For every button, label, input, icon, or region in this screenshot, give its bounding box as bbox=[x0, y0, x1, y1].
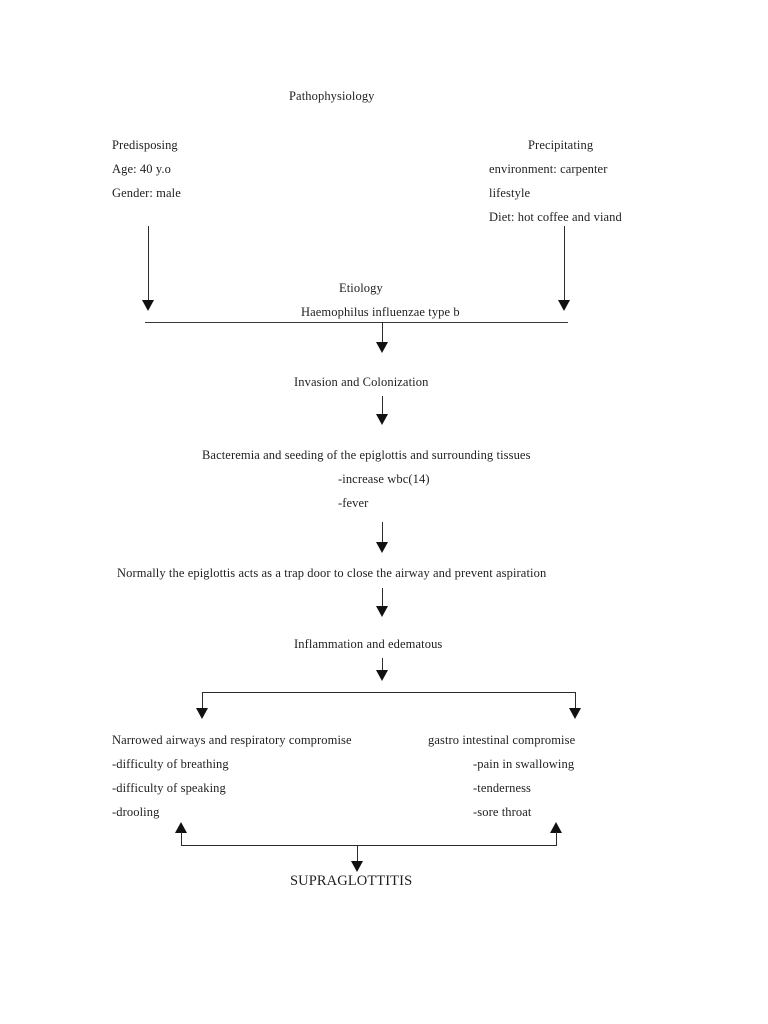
connector-predisposing-to-etiology bbox=[148, 226, 149, 308]
etiology-organism: Haemophilus influenzae type b bbox=[301, 305, 460, 319]
etiology-heading: Etiology bbox=[339, 281, 383, 295]
arrowhead-respiratory-up-icon bbox=[175, 822, 187, 833]
arrowhead-predisposing-down-icon bbox=[142, 300, 154, 311]
branch-respiratory-item-breathing: -difficulty of breathing bbox=[112, 757, 229, 771]
connector-precipitating-to-etiology bbox=[564, 226, 565, 308]
connector-etiology-to-invasion bbox=[382, 322, 383, 344]
predisposing-heading: Predisposing bbox=[112, 138, 178, 152]
arrowhead-normal-function-down-icon bbox=[376, 542, 388, 553]
stage-inflammation-label: Inflammation and edematous bbox=[294, 637, 443, 651]
arrowhead-invasion-down-icon bbox=[376, 342, 388, 353]
branch-respiratory-item-drooling: -drooling bbox=[112, 805, 160, 819]
fork-left-drop bbox=[202, 692, 203, 710]
branch-respiratory-item-speaking: -difficulty of speaking bbox=[112, 781, 226, 795]
arrowhead-precipitating-down-icon bbox=[558, 300, 570, 311]
stage-bacteremia-label: Bacteremia and seeding of the epiglottis… bbox=[202, 448, 531, 462]
predisposing-item-age: Age: 40 y.o bbox=[112, 162, 171, 176]
arrowhead-gastrointestinal-down-icon bbox=[569, 708, 581, 719]
arrowhead-outcome-down-icon bbox=[351, 861, 363, 872]
precipitating-item-lifestyle: lifestyle bbox=[489, 186, 531, 200]
outcome-label: SUPRAGLOTTITIS bbox=[290, 873, 413, 889]
predisposing-item-gender: Gender: male bbox=[112, 186, 181, 200]
arrowhead-respiratory-down-icon bbox=[196, 708, 208, 719]
precipitating-item-environment: environment: carpenter bbox=[489, 162, 608, 176]
merge-left-riser bbox=[181, 832, 182, 846]
branch-gastrointestinal-item-sore-throat: -sore throat bbox=[473, 805, 532, 819]
connector-bacteremia-to-normal-function bbox=[382, 522, 383, 546]
arrowhead-inflammation-down-icon bbox=[376, 606, 388, 617]
stage-normal-function-label: Normally the epiglottis acts as a trap d… bbox=[117, 566, 547, 580]
connector-invasion-to-bacteremia bbox=[382, 396, 383, 418]
etiology-join-rule bbox=[145, 322, 568, 323]
precipitating-item-diet: Diet: hot coffee and viand bbox=[489, 210, 622, 224]
branch-respiratory-heading: Narrowed airways and respiratory comprom… bbox=[112, 733, 352, 747]
merge-bus-bar bbox=[181, 845, 556, 846]
branch-gastrointestinal-item-tenderness: -tenderness bbox=[473, 781, 532, 795]
bacteremia-item-wbc: -increase wbc(14) bbox=[338, 472, 430, 486]
precipitating-heading: Precipitating bbox=[528, 138, 594, 152]
stage-invasion-label: Invasion and Colonization bbox=[294, 375, 429, 389]
merge-right-riser bbox=[556, 832, 557, 846]
connector-inflammation-to-split bbox=[382, 658, 383, 674]
connector-normal-function-to-inflammation bbox=[382, 588, 383, 610]
branch-gastrointestinal-item-pain: -pain in swallowing bbox=[473, 757, 575, 771]
arrowhead-gastrointestinal-up-icon bbox=[550, 822, 562, 833]
fork-bus-bar bbox=[202, 692, 576, 693]
connector-merge-to-outcome bbox=[357, 845, 358, 864]
fork-right-drop bbox=[575, 692, 576, 710]
bacteremia-item-fever: -fever bbox=[338, 496, 369, 510]
page-title: Pathophysiology bbox=[289, 89, 375, 103]
arrowhead-bacteremia-down-icon bbox=[376, 414, 388, 425]
branch-gastrointestinal-heading: gastro intestinal compromise bbox=[428, 733, 576, 747]
arrowhead-split-down-icon bbox=[376, 670, 388, 681]
